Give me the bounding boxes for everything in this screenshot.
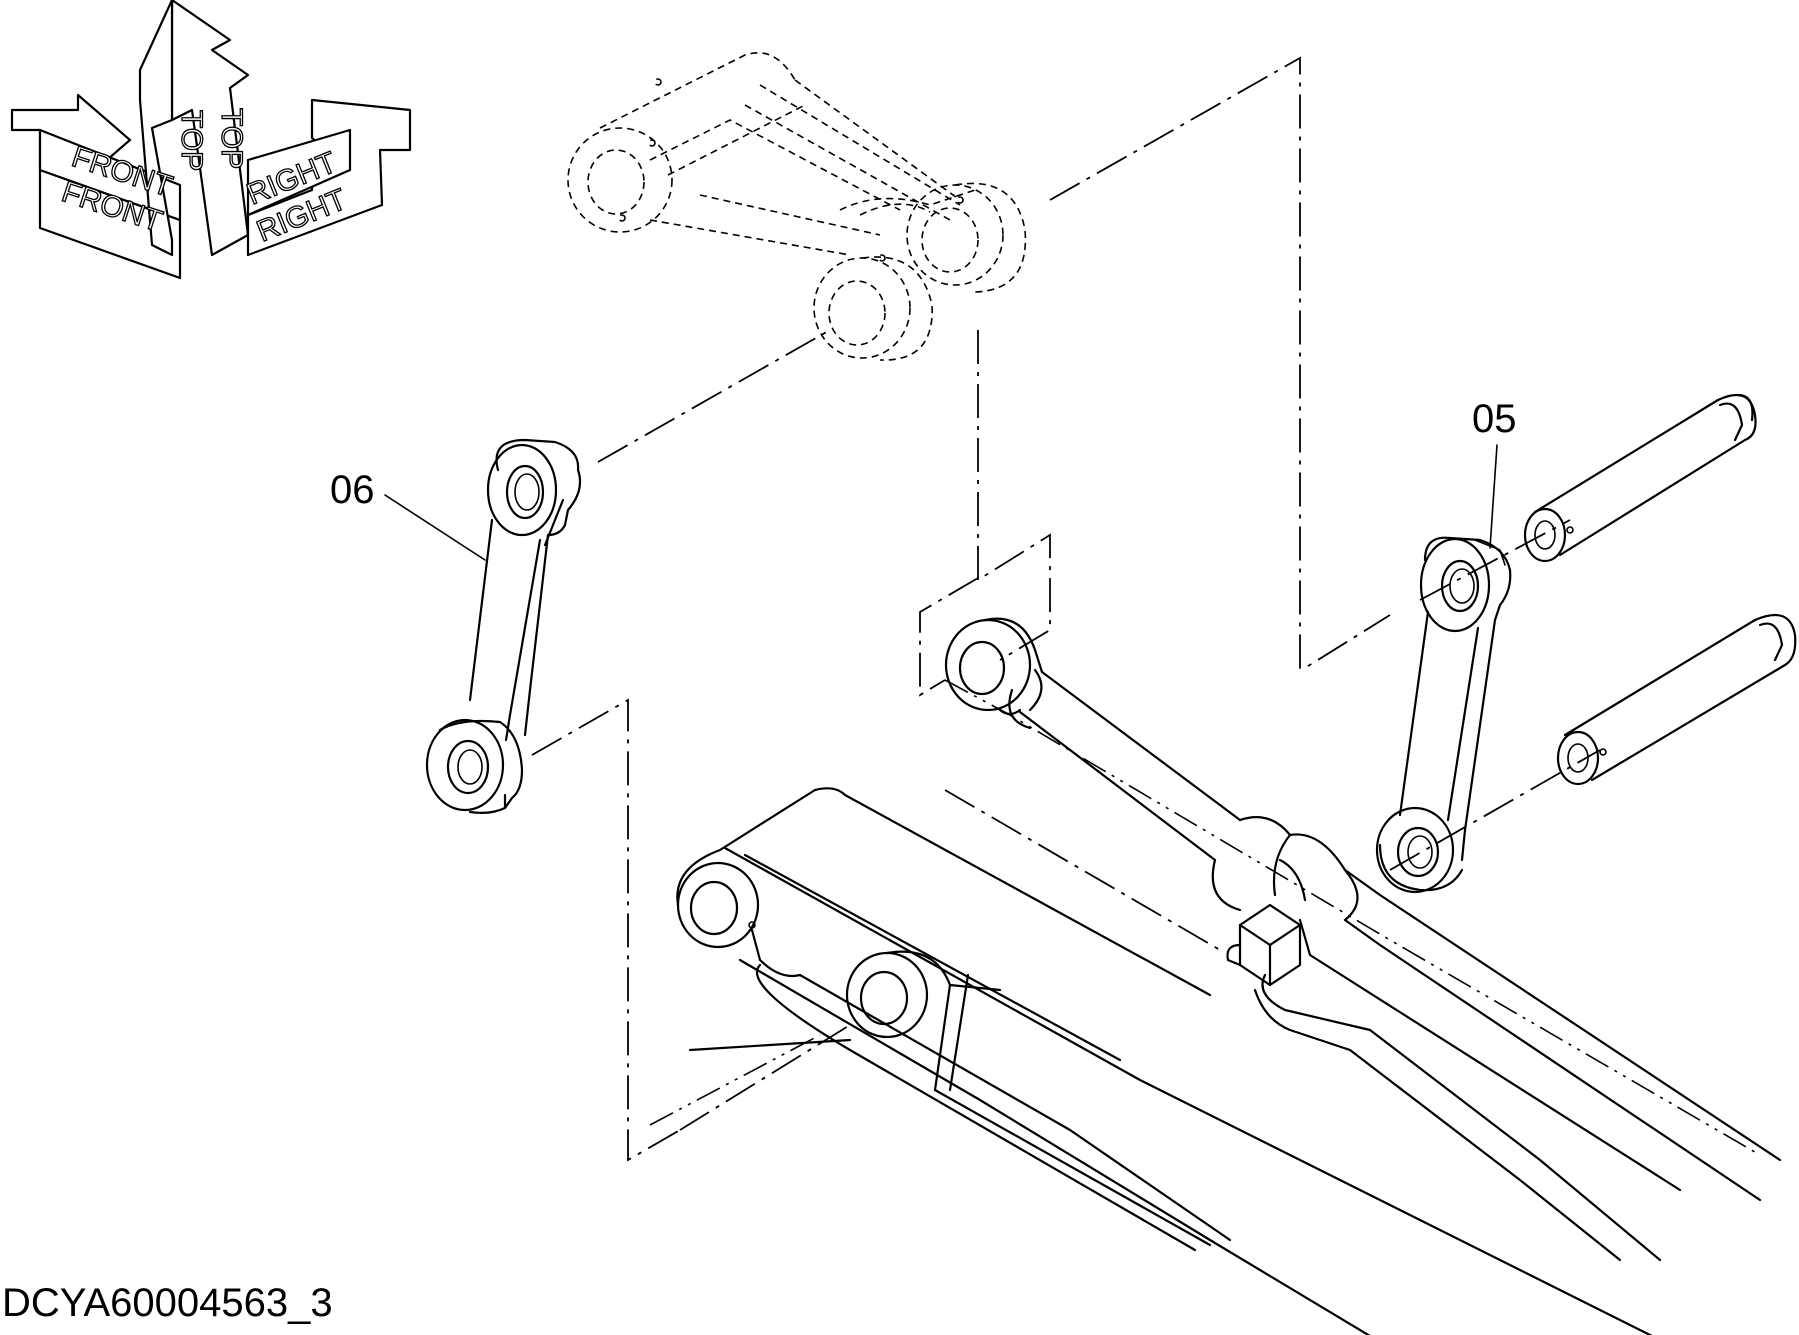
assembly-centerlines: [531, 56, 1761, 1162]
pins: [1523, 393, 1797, 786]
orientation-top-label: TOP: [175, 110, 208, 171]
pin-upper: [1523, 393, 1757, 563]
link-part-05: 05: [1375, 397, 1517, 894]
boom-arm: [649, 787, 1653, 1335]
hydraulic-cylinder: [944, 617, 1782, 1262]
link-part-06: 06: [330, 438, 582, 814]
orientation-top-label-2: TOP: [215, 108, 248, 169]
callout-06: 06: [330, 468, 375, 512]
orientation-arrows-icon: FRONT FRONT TOP TOP RIGHT RIGHT: [10, 0, 412, 280]
link-assembly-ghost: [567, 51, 1027, 361]
pin-lower: [1556, 613, 1797, 786]
callout-05: 05: [1472, 397, 1517, 441]
drawing-id-label: DCYA60004563_3: [2, 1281, 333, 1325]
